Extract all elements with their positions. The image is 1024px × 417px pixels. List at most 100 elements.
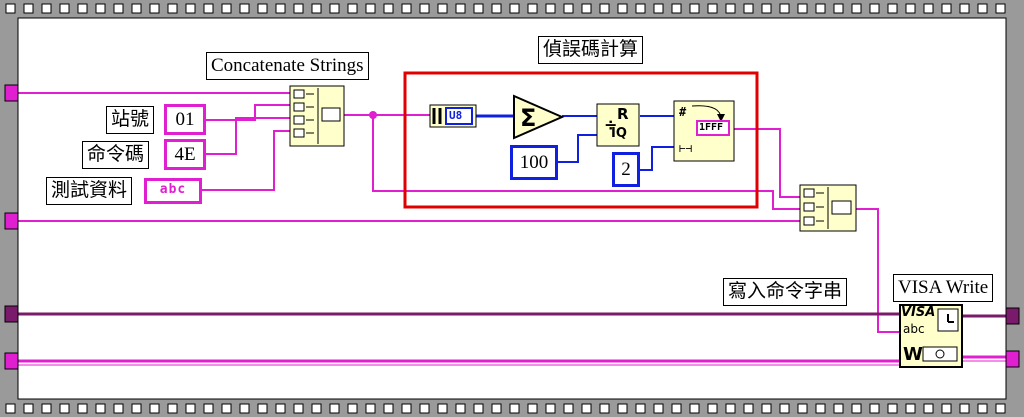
frame-hole — [977, 403, 988, 414]
frame-hole — [401, 403, 412, 414]
frame-hole — [653, 3, 664, 14]
u8-array-node[interactable] — [429, 104, 477, 128]
frame-hole — [185, 403, 196, 414]
frame-hole — [653, 403, 664, 414]
frame-hole — [95, 403, 106, 414]
visa-node-title: VISA — [901, 305, 936, 320]
frame-hole — [113, 3, 124, 14]
frame-hole — [311, 403, 322, 414]
frame-hole — [905, 3, 916, 14]
frame-hole — [203, 403, 214, 414]
frame-hole — [923, 3, 934, 14]
frame-hole — [149, 403, 160, 414]
frame-hole — [887, 3, 898, 14]
frame-hole — [5, 3, 16, 14]
quotient-text: IQ — [611, 126, 627, 141]
quotient-remainder-node[interactable]: ÷ — [596, 103, 640, 147]
frame-hole — [185, 3, 196, 14]
frame-hole — [401, 3, 412, 14]
frame-hole — [491, 3, 502, 14]
frame-hole — [455, 3, 466, 14]
frame-hole — [77, 403, 88, 414]
frame-hole — [851, 403, 862, 414]
format-hex-node[interactable]: # ⊢⊣ — [673, 100, 735, 162]
frame-hole — [365, 403, 376, 414]
frame-hole — [815, 403, 826, 414]
two-constant[interactable]: 2 — [612, 152, 640, 187]
frame-hole — [41, 3, 52, 14]
frame-hole — [833, 3, 844, 14]
frame-hole — [383, 3, 394, 14]
frame-hole — [707, 3, 718, 14]
frame-hole — [689, 3, 700, 14]
frame-hole — [5, 403, 16, 414]
visa-node-abc: abc — [903, 322, 925, 336]
frame-hole — [167, 403, 178, 414]
frame-hole — [419, 3, 430, 14]
frame-hole — [347, 403, 358, 414]
frame-hole — [905, 403, 916, 414]
frame-hole — [797, 403, 808, 414]
frame-hole — [617, 3, 628, 14]
command-label: 命令碼 — [82, 141, 150, 169]
frame-hole — [941, 403, 952, 414]
frame-hole — [257, 403, 268, 414]
frame-hole — [509, 403, 520, 414]
frame-hole — [527, 3, 538, 14]
svg-text:⊢⊣: ⊢⊣ — [679, 142, 692, 155]
frame-hole — [275, 403, 286, 414]
station-label: 站號 — [106, 106, 155, 134]
frame-hole — [473, 3, 484, 14]
frame-hole — [869, 403, 880, 414]
frame-hole — [887, 403, 898, 414]
error-calc-label: 偵誤碼計算 — [538, 36, 644, 64]
frame-hole — [293, 3, 304, 14]
command-constant[interactable]: 4E — [164, 139, 206, 170]
test-data-control[interactable]: abc — [144, 178, 202, 204]
wire-junction — [369, 111, 377, 119]
concatenate-label: Concatenate Strings — [206, 52, 369, 80]
frame-hole — [977, 3, 988, 14]
frame-hole — [131, 403, 142, 414]
frame-hole — [149, 3, 160, 14]
tunnel-visa-out — [1005, 307, 1020, 325]
wire-test-data — [202, 130, 290, 191]
frame-hole — [743, 3, 754, 14]
station-constant[interactable]: 01 — [164, 104, 206, 135]
frame-hole — [923, 403, 934, 414]
frame-hole — [635, 403, 646, 414]
hundred-constant[interactable]: 100 — [510, 145, 558, 180]
frame-hole — [59, 403, 70, 414]
frame-hole — [23, 403, 34, 414]
frame-hole — [239, 3, 250, 14]
frame-hole — [455, 403, 466, 414]
svg-text:Σ: Σ — [520, 104, 536, 132]
frame-hole — [779, 403, 790, 414]
concatenate-node[interactable] — [289, 85, 345, 147]
frame-hole — [851, 3, 862, 14]
frame-hole — [113, 403, 124, 414]
frame-hole — [347, 3, 358, 14]
frame-hole — [167, 3, 178, 14]
frame-hole — [239, 403, 250, 414]
concatenate-node-2[interactable] — [799, 184, 857, 232]
frame-hole — [599, 403, 610, 414]
frame-hole — [995, 403, 1006, 414]
sum-node[interactable]: Σ — [513, 94, 565, 140]
frame-hole — [833, 403, 844, 414]
frame-hole — [437, 3, 448, 14]
wire-concat-branch — [372, 115, 800, 210]
frame-hole — [725, 3, 736, 14]
visa-write-node[interactable]: W — [899, 304, 963, 368]
frame-hole — [41, 403, 52, 414]
wire-station — [204, 104, 290, 121]
frame-hole — [599, 3, 610, 14]
wire-command — [204, 117, 290, 155]
frame-hole — [329, 3, 340, 14]
wire-hundred — [558, 134, 597, 163]
frame-hole — [293, 403, 304, 414]
remainder-text: R — [617, 105, 629, 123]
frame-hole — [959, 403, 970, 414]
tunnel-error-out — [1005, 350, 1020, 368]
